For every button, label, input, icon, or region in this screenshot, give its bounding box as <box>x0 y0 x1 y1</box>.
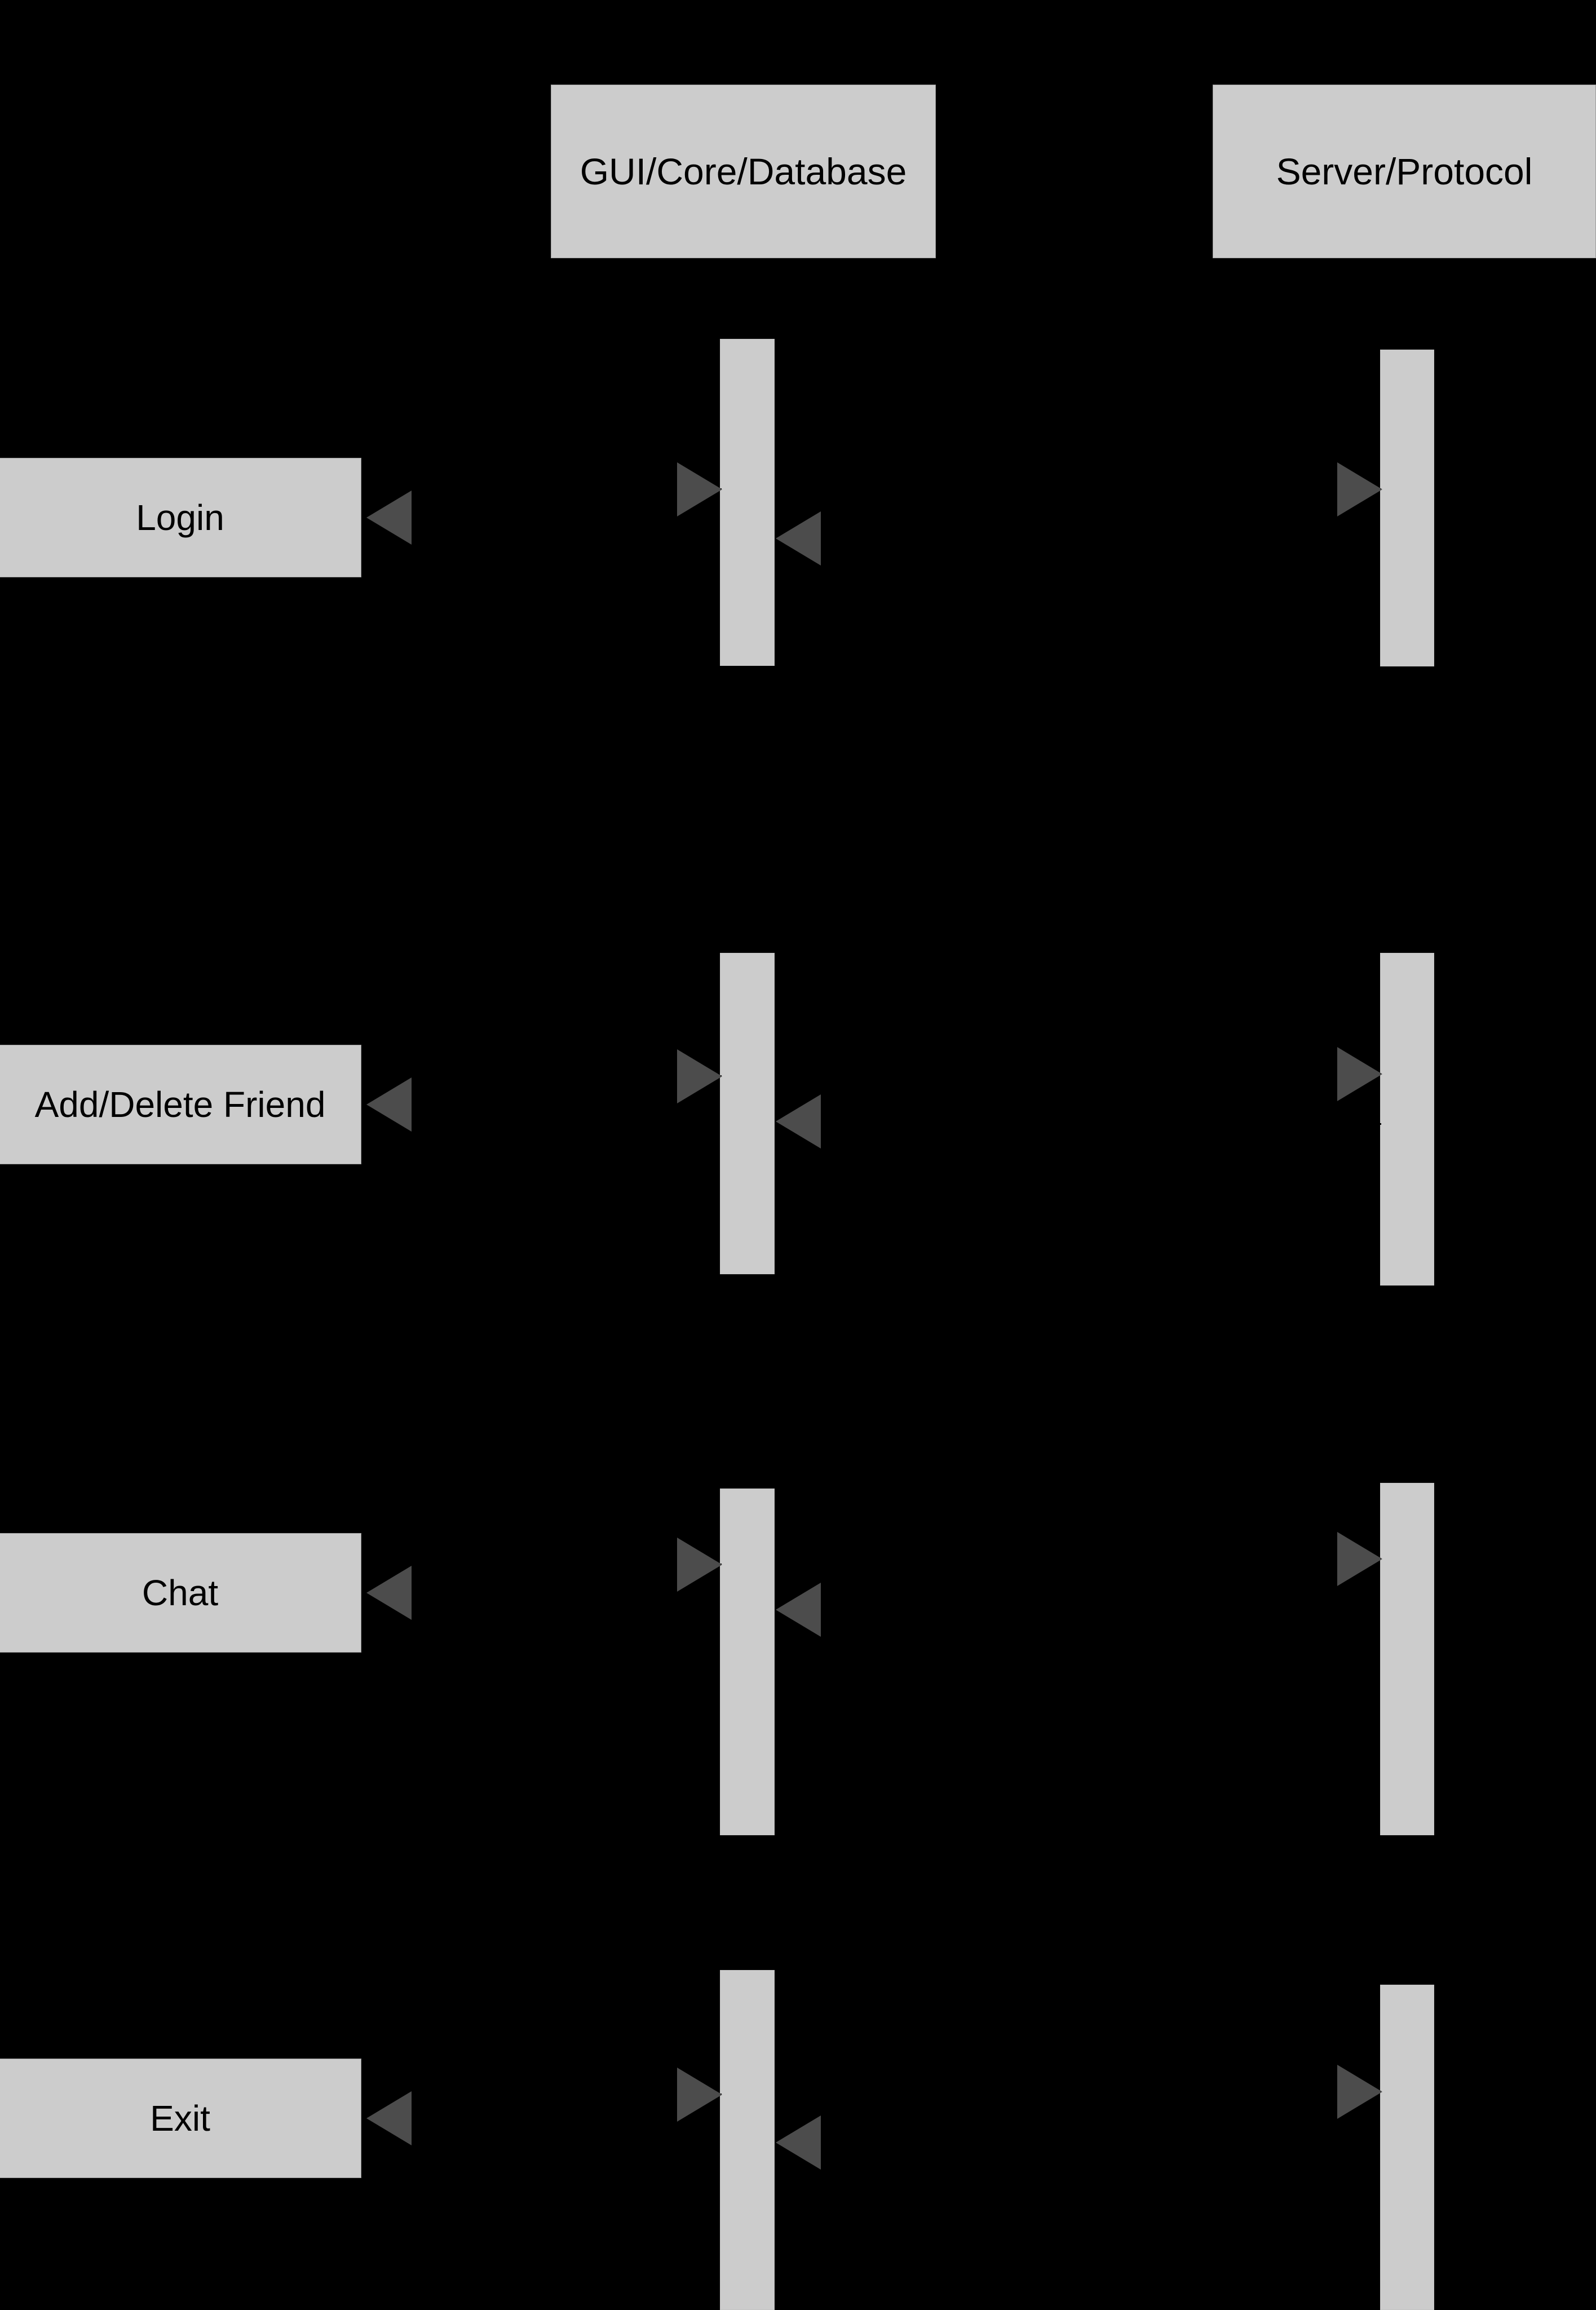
arrowhead-right-login-in <box>677 462 722 516</box>
action-label: Exit <box>150 2098 210 2139</box>
arrowhead-right-chat-server <box>1337 1532 1382 1586</box>
activation-bar-gui-chat <box>720 1489 775 1835</box>
arrowhead-right-exit-server <box>1337 2065 1382 2119</box>
lifeline-gui-core-database <box>747 258 749 2310</box>
action-box-add-delete-friend[interactable]: Add/Delete Friend <box>0 1045 361 1164</box>
participant-label: Server/Protocol <box>1276 151 1533 192</box>
arrowhead-left-exit <box>366 2091 412 2145</box>
activation-bar-gui-login <box>720 339 775 666</box>
arrowhead-right-exit-in <box>677 2068 722 2122</box>
arrowhead-left-add-delete-friend <box>366 1077 412 1132</box>
action-label: Chat <box>142 1573 219 1613</box>
arrowhead-left-login <box>366 491 412 545</box>
activation-bar-server-friend <box>1380 953 1434 1286</box>
action-label: Add/Delete Friend <box>34 1084 326 1125</box>
activation-bar-server-login <box>1380 350 1434 666</box>
activation-bar-gui-friend <box>720 953 775 1274</box>
arrowhead-right-friend-server <box>1337 1047 1382 1101</box>
arrowhead-left-login-out <box>776 511 821 566</box>
activation-bar-server-exit <box>1380 1985 1434 2310</box>
message-line-chat-return <box>361 1592 722 1594</box>
message-line-friend-return <box>361 1104 722 1106</box>
action-box-login[interactable]: Login <box>0 458 361 577</box>
participant-gui-core-database[interactable]: GUI/Core/Database <box>551 85 936 258</box>
arrowhead-right-chat-in <box>677 1538 722 1592</box>
action-box-chat[interactable]: Chat <box>0 1533 361 1653</box>
action-box-exit[interactable]: Exit <box>0 2059 361 2178</box>
message-line-friend-server-return <box>1347 1123 1381 1125</box>
action-label: Login <box>136 497 224 538</box>
arrowhead-right-login-server <box>1337 462 1382 516</box>
message-line-login-return <box>361 517 722 519</box>
arrowhead-left-exit-out <box>776 2115 821 2170</box>
participant-server-protocol[interactable]: Server/Protocol <box>1213 85 1596 258</box>
arrowhead-right-friend-in <box>677 1049 722 1103</box>
message-line-exit-return <box>361 2118 722 2119</box>
arrowhead-left-friend-out <box>776 1094 821 1149</box>
activation-bar-server-chat <box>1380 1483 1434 1835</box>
activation-bar-gui-exit <box>720 1970 775 2310</box>
arrowhead-left-chat-out <box>776 1583 821 1637</box>
participant-label: GUI/Core/Database <box>580 151 907 192</box>
arrowhead-left-chat <box>366 1566 412 1620</box>
